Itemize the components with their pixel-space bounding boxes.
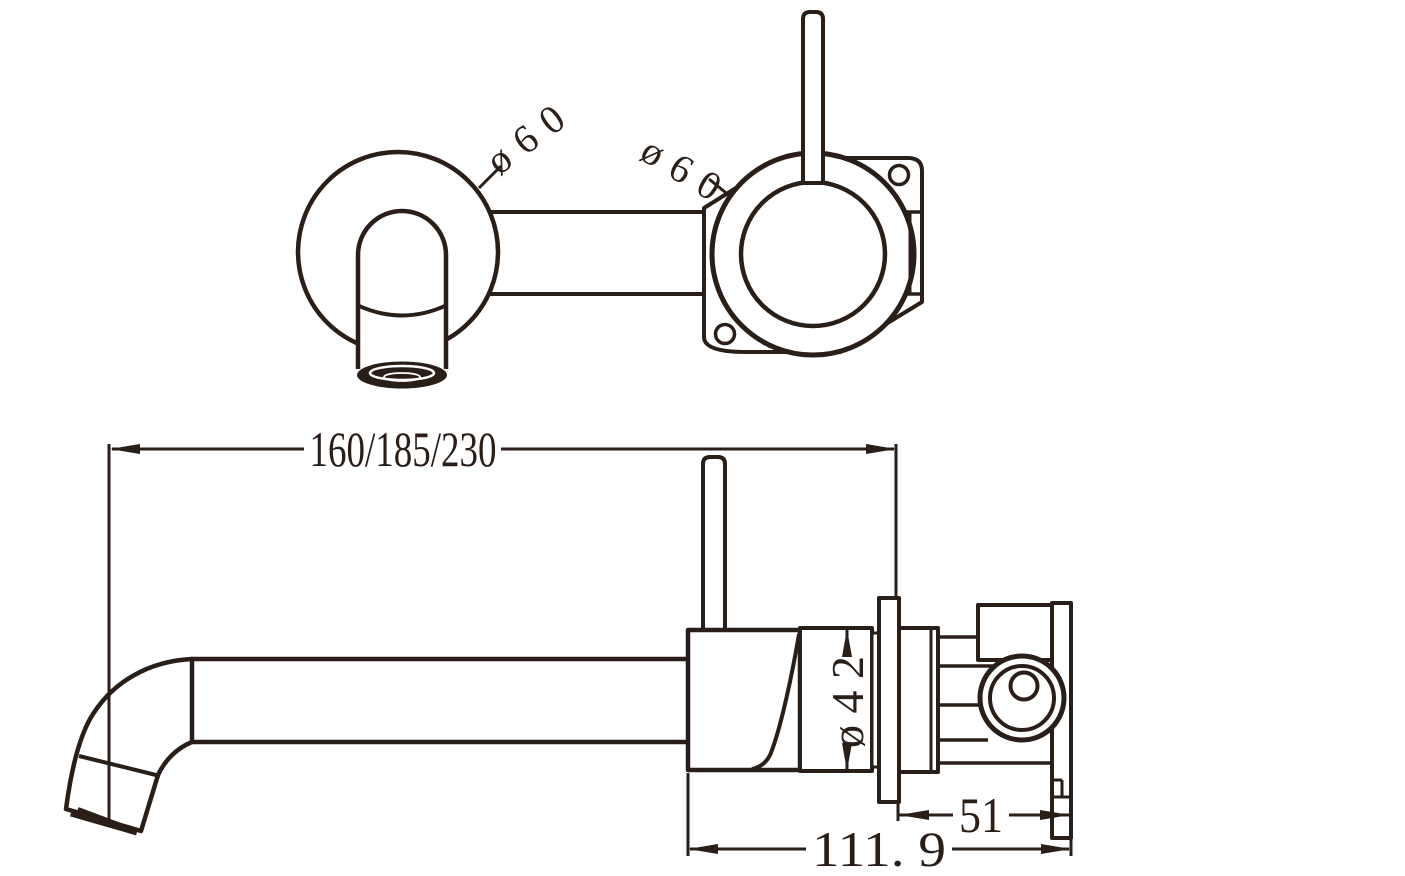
arrow-left-total-depth — [688, 844, 718, 854]
screw-hole-bottom-left — [713, 322, 737, 346]
body-cylinder-side — [798, 626, 874, 773]
arrow-left-wall-depth — [899, 810, 929, 820]
spout-reach-dimension-label: 160/185/230 — [310, 421, 497, 477]
front-view: ø60 ø60 — [295, 10, 924, 389]
spout-joint-arc — [356, 303, 448, 318]
arrow-left-spout-reach — [110, 444, 140, 454]
handle-lever-front — [801, 10, 825, 185]
valve-port-inner-circle — [988, 664, 1056, 732]
aerator-hatch-1 — [70, 809, 138, 836]
valve-flange-leader-line — [708, 177, 732, 199]
side-view — [63, 455, 1073, 840]
spout-flange-diameter-label: ø60 — [477, 95, 573, 183]
handle-lever-side — [701, 455, 727, 632]
spout-flange-leader-line — [477, 164, 503, 190]
arrow-up-body-dia — [842, 629, 852, 657]
mixer-body-side — [685, 627, 803, 773]
arrow-right-total-depth — [1041, 844, 1071, 854]
aerator-joint-line-side — [78, 754, 161, 778]
screw-hole-top-right — [887, 163, 911, 187]
aerator-highlight-inner — [383, 372, 421, 382]
spout-body-front — [355, 208, 449, 369]
dimensions: 160/185/230 ø42 51 111. 9 — [107, 421, 1073, 876]
valve-top-block — [976, 603, 1055, 662]
valve-flange-diameter-label: ø60 — [633, 127, 729, 209]
valve-port-small-circle — [1008, 670, 1040, 702]
arrow-right-wall-depth — [1040, 810, 1070, 820]
arrow-right-spout-reach — [866, 444, 896, 454]
aerator-hatch-2 — [77, 807, 119, 826]
arrow-down-body-dia — [842, 743, 852, 771]
bracket-notch — [1052, 778, 1071, 799]
wall-depth-dimension-label: 51 — [959, 787, 1003, 843]
total-depth-dimension-label: 111. 9 — [812, 821, 946, 876]
spout-elbow-side — [63, 656, 195, 834]
wall-escutcheon-side — [877, 596, 901, 804]
handle-cone-line — [751, 633, 801, 771]
body-diameter-label: ø42 — [822, 656, 873, 748]
aerator-highlight — [368, 364, 436, 382]
